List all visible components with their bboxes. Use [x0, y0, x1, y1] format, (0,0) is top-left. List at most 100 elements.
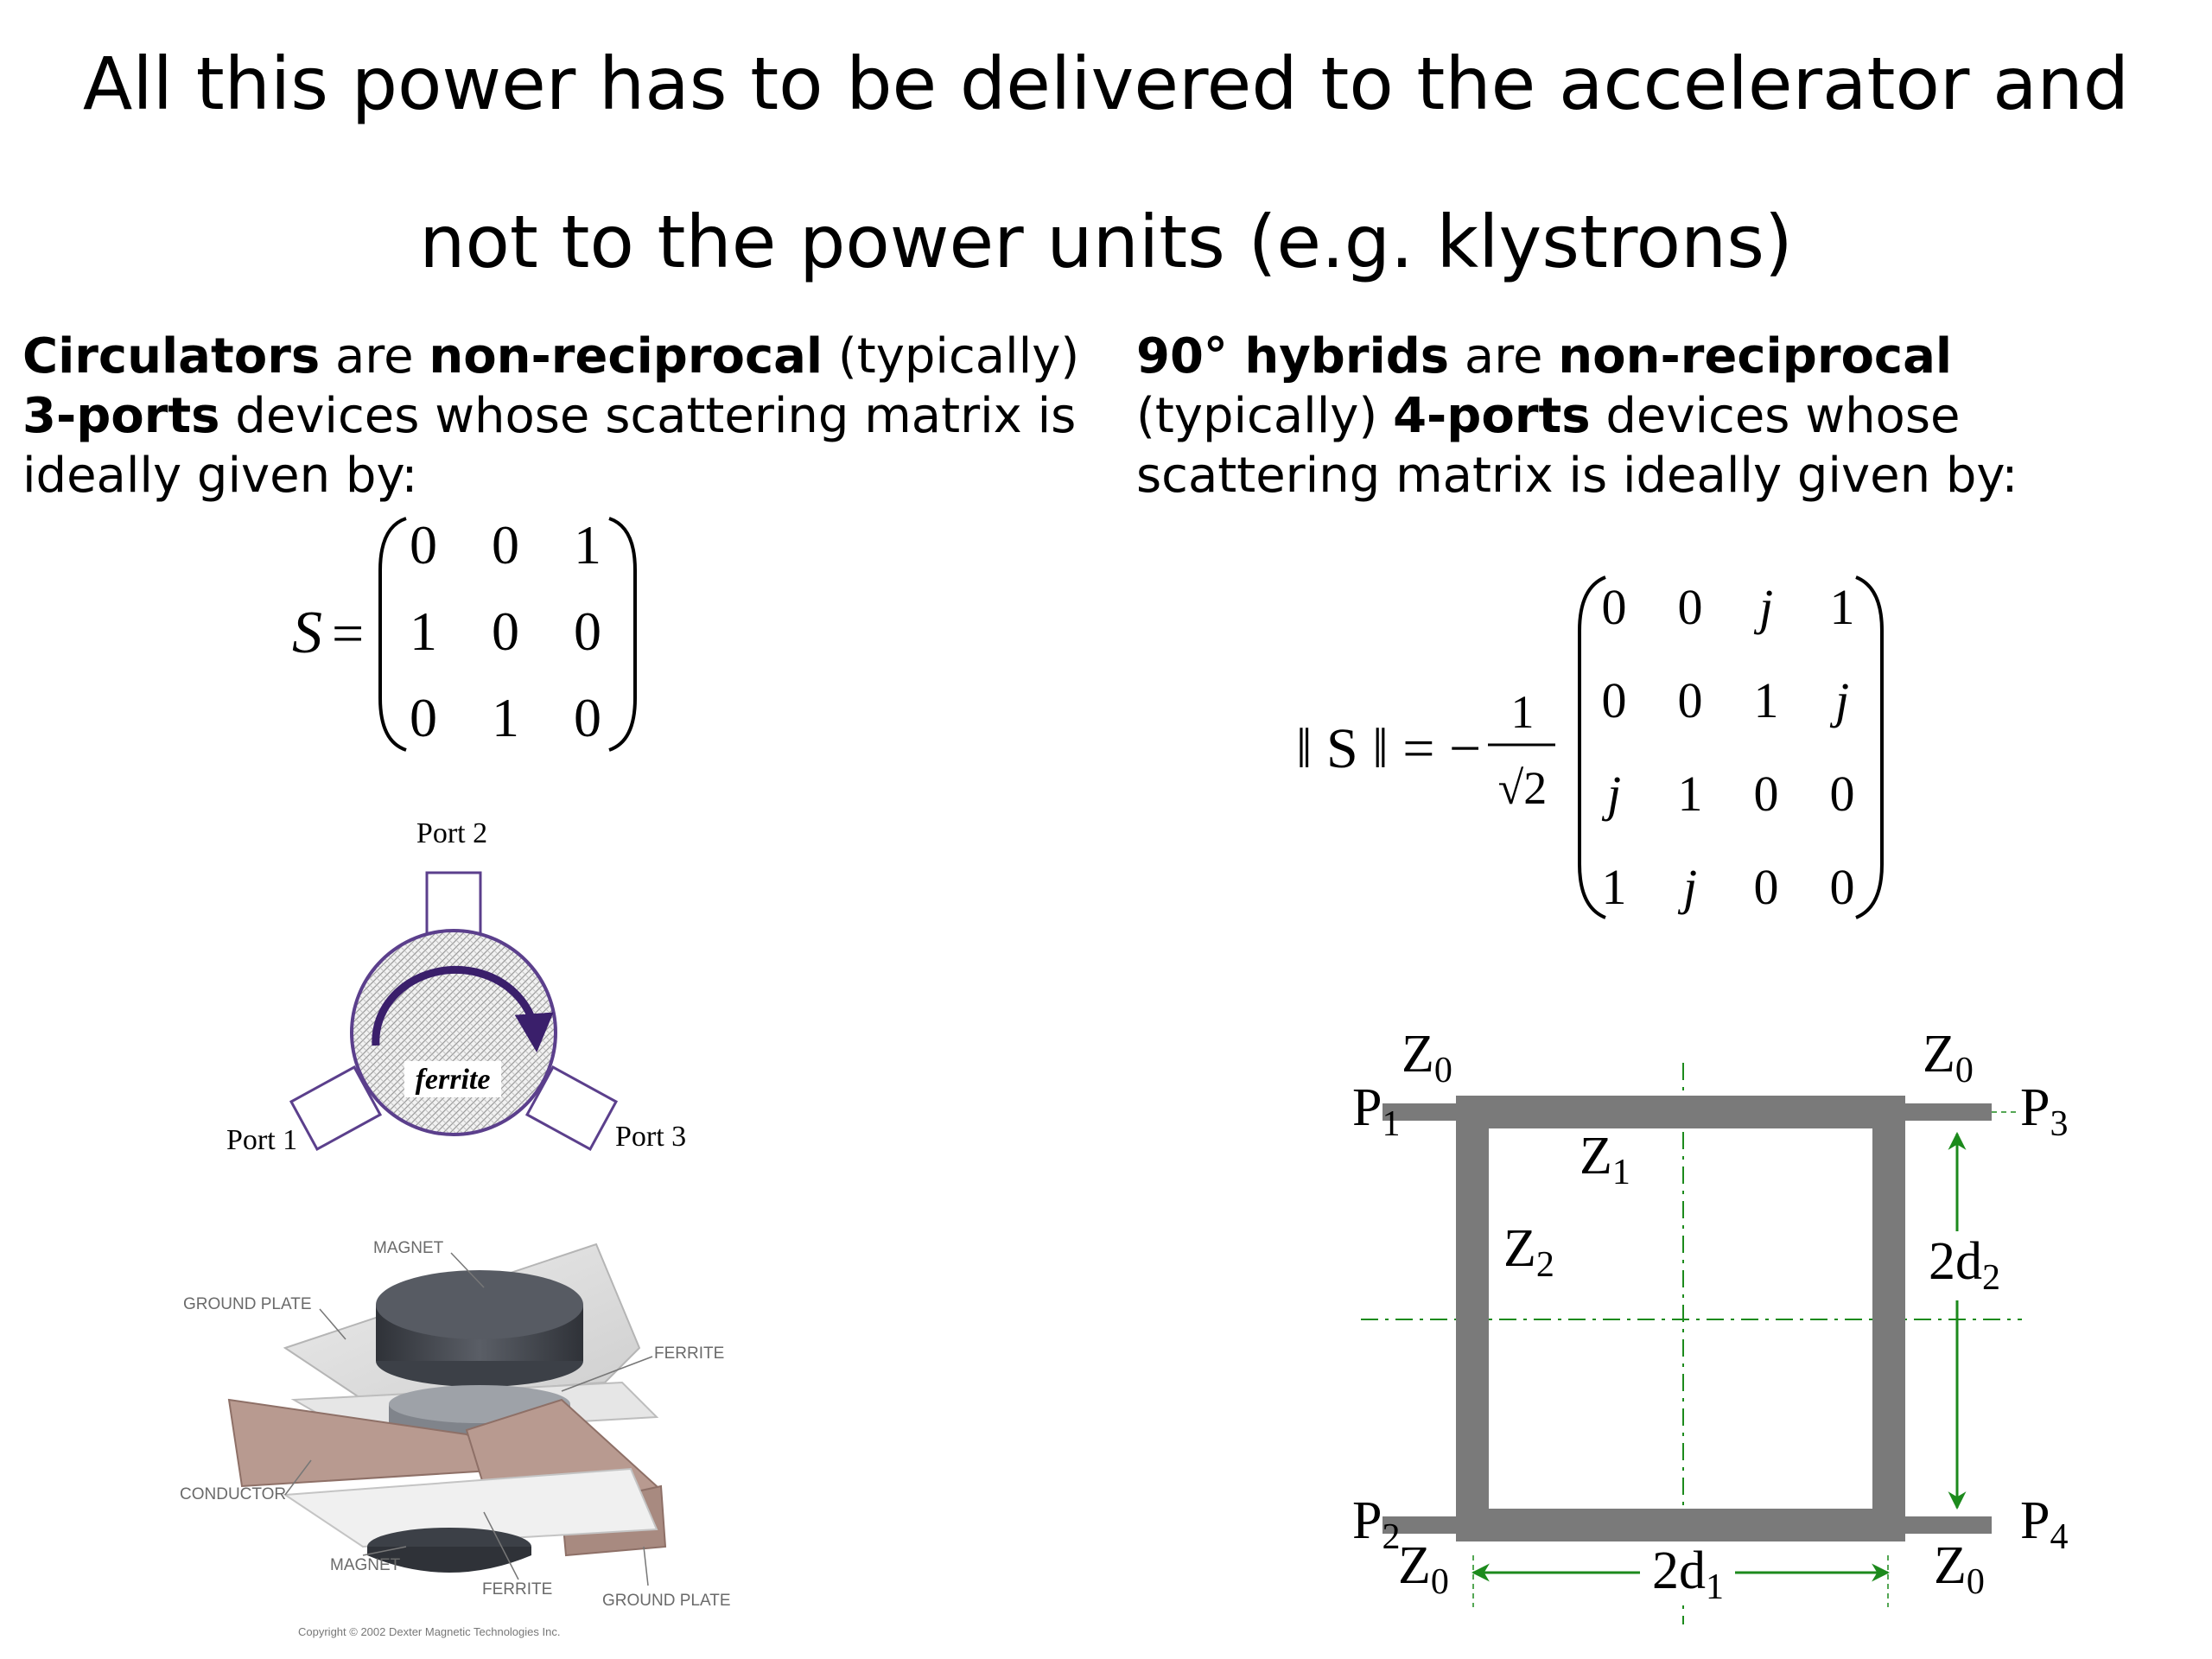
hybrid-fraction-numerator: 1	[1511, 686, 1535, 738]
matrix-cell: 0	[1602, 672, 1627, 728]
matrix-cell: 1	[574, 514, 601, 575]
matrix-cell: j	[1677, 859, 1697, 915]
hybrid-term: 90° hybrids	[1136, 328, 1450, 385]
matrix-cell: 1	[1754, 672, 1779, 728]
port-1-label: Port 1	[226, 1124, 297, 1156]
photo-copyright: Copyright © 2002 Dexter Magnetic Technol…	[298, 1625, 560, 1638]
photo-label-magnet-bottom: MAGNET	[330, 1556, 401, 1574]
photo-leader-lines	[284, 1252, 653, 1586]
label-z0-bottom-right: Z0	[1934, 1536, 1985, 1602]
matrix-cell: 1	[1602, 859, 1627, 915]
slide-title-line-2: not to the power units (e.g. klystrons)	[419, 200, 1793, 284]
port-3-label: Port 3	[615, 1121, 686, 1153]
matrix-cell: j	[1829, 672, 1849, 728]
dimension-2d2-label-bg	[1923, 1231, 2000, 1300]
circulator-typically: (typically)	[823, 328, 1080, 385]
hybrid-matrix-left-paren	[1578, 575, 1606, 919]
port-3-line	[1905, 1103, 1992, 1121]
matrix-cell: 0	[410, 687, 437, 748]
hybrid-matrix-right-paren	[1855, 575, 1884, 919]
hybrid-fraction-denominator: √2	[1498, 762, 1548, 814]
circulator-description: Circulators are non-reciprocal (typicall…	[22, 327, 1094, 505]
circulator-port-2-arm	[425, 871, 482, 940]
hybrid-ring	[1382, 1096, 1992, 1541]
hybrid-rest: devices whose scattering matrix is ideal…	[1136, 388, 2018, 504]
hybrid-typically: (typically)	[1136, 388, 1394, 444]
matrix-cell: 0	[492, 514, 519, 575]
matrix-cell: 0	[1602, 579, 1627, 635]
ring-right-branch	[1872, 1096, 1905, 1541]
hybrid-property: non-reciprocal	[1558, 328, 1953, 385]
port-2-label: Port 2	[416, 817, 487, 849]
matrix-cell: 0	[1830, 859, 1855, 915]
matrix-cell: 0	[574, 687, 601, 748]
dimension-2d1-label-bg	[1640, 1547, 1735, 1599]
matrix-cell: 0	[1830, 766, 1855, 822]
circulator-ports: 3-ports	[22, 388, 220, 444]
circulator-matrix-left-paren	[378, 517, 407, 752]
circulator-ferrite-disk	[350, 929, 557, 1136]
photo-label-conductor: CONDUCTOR	[180, 1485, 286, 1503]
photo-label-ground-plate-bottom: GROUND PLATE	[602, 1592, 731, 1610]
matrix-cell: 1	[410, 601, 437, 662]
label-z0-top-left: Z0	[1402, 1025, 1452, 1090]
ring-left-branch	[1456, 1096, 1489, 1541]
hybrid-coupler-diagram: P1 P2 P3 P4 Z0 Z0 Z0 Z0 Z1 Z2 2d2 2d1	[1352, 1025, 2068, 1624]
ring-bottom-branch	[1456, 1509, 1905, 1541]
magnet-top-face	[376, 1270, 583, 1339]
photo-label-ferrite: FERRITE	[654, 1344, 724, 1363]
circulator-matrix-right-paren	[608, 517, 637, 752]
matrix-cell: 0	[1754, 859, 1779, 915]
matrix-cell: 1	[1678, 766, 1703, 822]
matrix-cell: j	[1601, 766, 1621, 822]
matrix-cell: 0	[1678, 579, 1703, 635]
port-4-line	[1905, 1516, 1992, 1534]
magnet-bottom-body	[367, 1547, 531, 1573]
circulator-port-3-arm	[524, 1065, 619, 1152]
label-2d2: 2d2	[1929, 1232, 2000, 1298]
matrix-cell: 0	[410, 514, 437, 575]
matrix-cell: 1	[1830, 579, 1855, 635]
matrix-cell: 0	[1678, 672, 1703, 728]
port-1-line	[1382, 1103, 1456, 1121]
label-2d1: 2d1	[1652, 1541, 1724, 1607]
circulator-equals-sign: =	[332, 602, 364, 665]
photo-label-magnet-top: MAGNET	[373, 1239, 444, 1257]
hybrid-ports: 4-ports	[1393, 388, 1591, 444]
matrix-cell: 0	[492, 601, 519, 662]
circulator-are: are	[320, 328, 429, 385]
label-z1: Z1	[1580, 1127, 1630, 1192]
hybrid-matrix-lhs: ‖ S ‖ = −	[1296, 717, 1481, 780]
hybrid-are: are	[1449, 328, 1559, 385]
label-p1: P1	[1352, 1078, 1400, 1144]
label-p2: P2	[1352, 1491, 1400, 1557]
matrix-cell: 0	[1754, 766, 1779, 822]
circulator-matrix-symbol: S	[292, 600, 322, 666]
label-z0-top-right: Z0	[1923, 1025, 1974, 1090]
matrix-cell: 1	[492, 687, 519, 748]
matrix-cell: j	[1753, 579, 1773, 635]
label-z2: Z2	[1503, 1219, 1554, 1285]
ring-top-branch	[1456, 1096, 1905, 1128]
circulator-rest: devices whose scattering matrix is ideal…	[22, 388, 1077, 504]
ferrite-label-box	[404, 1061, 501, 1097]
circulator-diagram: ferrite Port 2 Port 1 Port 3	[226, 817, 686, 1156]
label-p3: P3	[2020, 1078, 2068, 1144]
circulator-property: non-reciprocal	[429, 328, 823, 385]
circulator-rotation-arrow	[372, 965, 554, 1052]
photo-label-ground-plate-top: GROUND PLATE	[183, 1295, 312, 1313]
matrix-cell: 0	[574, 601, 601, 662]
circulator-term: Circulators	[22, 328, 321, 385]
hybrid-description: 90° hybrids are non-reciprocal (typicall…	[1136, 327, 2208, 505]
ground-plate-bottom-shape	[283, 1467, 658, 1548]
circulator-port-1-arm	[289, 1065, 383, 1152]
label-p4: P4	[2020, 1491, 2068, 1557]
label-z0-bottom-left: Z0	[1398, 1536, 1449, 1602]
photo-label-ferrite-bottom: FERRITE	[482, 1580, 552, 1599]
slide-title-line-1: All this power has to be delivered to th…	[82, 41, 2130, 126]
ferrite-label: ferrite	[416, 1064, 491, 1096]
